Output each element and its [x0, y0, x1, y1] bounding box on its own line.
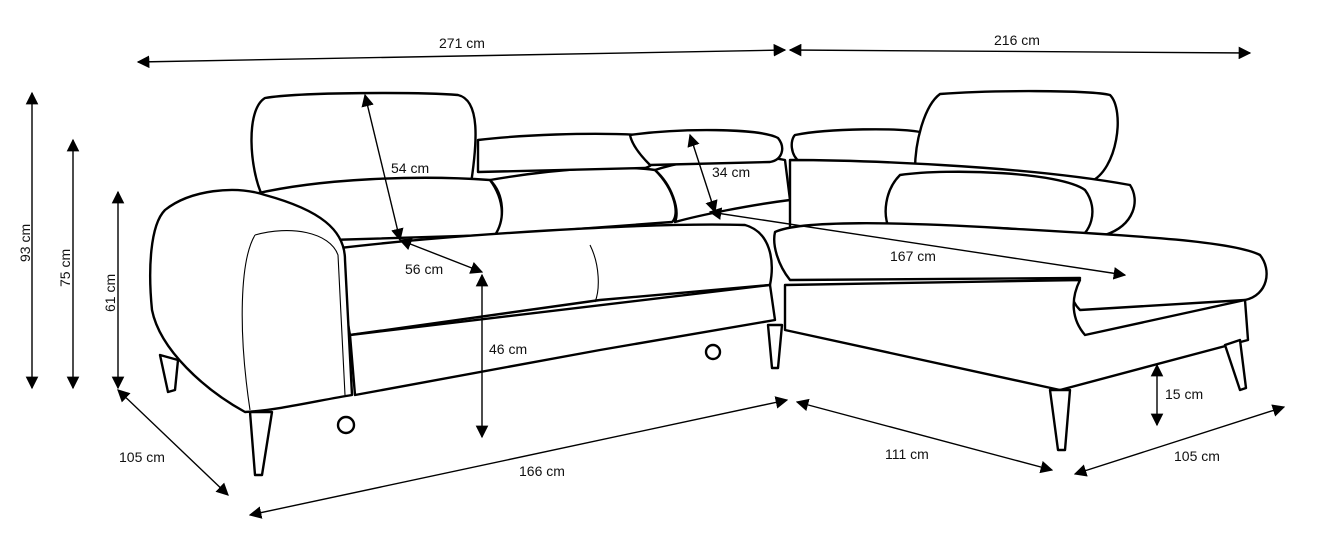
leg — [766, 323, 784, 370]
arrow-105-right — [1073, 404, 1286, 477]
arrow-216 — [788, 43, 1252, 60]
dimension-labels: 271 cm 216 cm 93 cm 75 cm 61 cm 54 cm 34… — [17, 32, 1220, 479]
label-chaise-depth: 167 cm — [890, 248, 936, 264]
label-chaise-width: 216 cm — [994, 32, 1040, 48]
label-depth-left: 105 cm — [119, 449, 165, 465]
label-height-arm: 61 cm — [102, 274, 118, 312]
label-height-max: 93 cm — [17, 224, 33, 262]
caster — [704, 343, 722, 361]
dimension-lines — [25, 43, 1286, 519]
left-frame — [348, 283, 777, 397]
label-headrest-height: 54 cm — [391, 160, 429, 176]
leg — [1223, 338, 1248, 392]
middle-headrest — [476, 132, 657, 174]
arrow-54 — [361, 93, 404, 242]
leg — [248, 410, 274, 477]
corner-headrest — [628, 128, 784, 167]
label-depth-right: 105 cm — [1174, 448, 1220, 464]
leg — [158, 353, 180, 394]
arrow-271 — [136, 43, 787, 69]
arrow-56 — [398, 238, 484, 274]
arrow-105-left — [117, 389, 229, 496]
label-total-width: 271 cm — [439, 35, 485, 51]
leg — [1048, 388, 1072, 452]
right-headrest — [913, 89, 1119, 184]
chaise-frame — [783, 278, 1250, 392]
label-headrest-height-middle: 34 cm — [712, 164, 750, 180]
label-sleep-width: 166 cm — [519, 463, 565, 479]
left-arm — [149, 188, 354, 414]
arrow-34 — [687, 133, 718, 214]
arrow-166 — [248, 396, 789, 519]
caster — [336, 415, 356, 435]
label-seat-depth: 56 cm — [405, 261, 443, 277]
label-seat-height: 46 cm — [489, 341, 527, 357]
label-height-back: 75 cm — [57, 249, 73, 287]
label-chaise-front: 111 cm — [885, 446, 929, 462]
arrow-167 — [708, 207, 1127, 280]
label-leg-height: 15 cm — [1165, 386, 1203, 402]
arrow-111 — [795, 398, 1054, 474]
